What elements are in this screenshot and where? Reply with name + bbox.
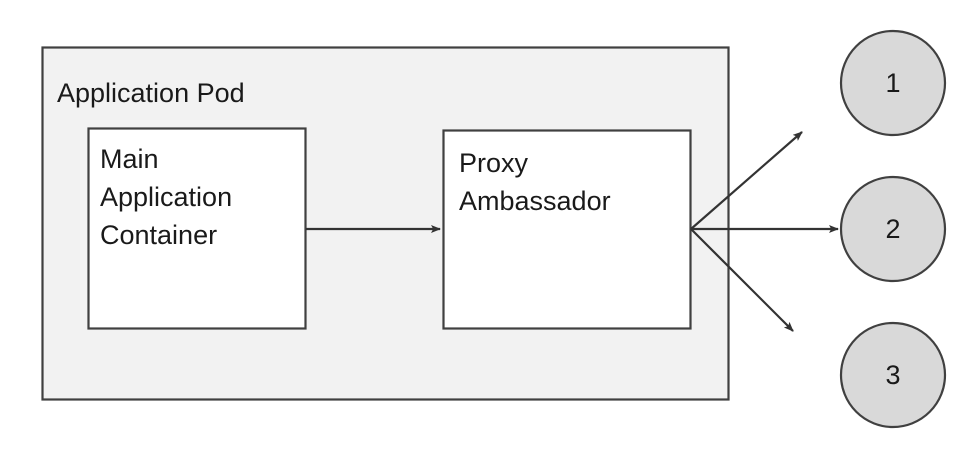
application-pod-label: Application Pod [57,78,245,108]
endpoint-3-label: 3 [885,360,901,390]
main-application-container-box [87,127,307,330]
proxy-ambassador-label: Proxy Ambassador [459,148,611,216]
main-application-container-label: Main Application Container [100,144,233,250]
endpoint-circle-3 [839,321,947,429]
connector-proxy-to-endpoint-1 [690,131,803,230]
endpoint-circle-2 [839,175,947,283]
connector-proxy-to-endpoint-3 [690,228,794,332]
proxy-ambassador-box [442,129,692,330]
endpoint-circle-1 [839,29,947,137]
endpoint-2-label: 2 [885,214,901,244]
endpoint-1-label: 1 [885,68,901,98]
